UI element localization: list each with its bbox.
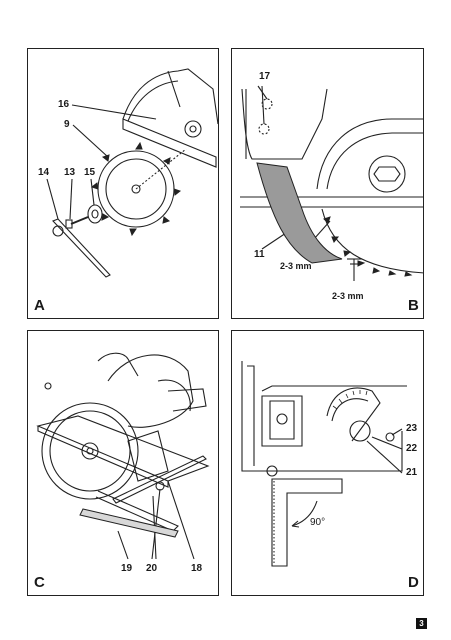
bevel-angle-adjustment-drawing — [241, 361, 407, 567]
callout-23: 23 — [406, 423, 418, 434]
callout-18: 18 — [191, 563, 203, 574]
angle-scale-ticks — [332, 390, 368, 410]
callout-16: 16 — [58, 99, 70, 110]
page-number-badge: 3 — [416, 618, 427, 629]
circular-saw-overview-drawing — [36, 352, 210, 560]
angle-label: 90° — [310, 517, 326, 528]
panel-letter-a: A — [34, 297, 45, 314]
callout-21: 21 — [406, 467, 418, 478]
measurement-label-1: 2-3 mm — [280, 261, 312, 271]
figure-panel-c: 19 20 18 C — [27, 330, 219, 596]
riving-knife-clearance-drawing — [240, 85, 423, 281]
callout-19: 19 — [121, 563, 133, 574]
riving-knife-shaded — [256, 162, 343, 264]
figure-panel-d: 23 22 21 90° D — [231, 330, 424, 596]
callout-14: 14 — [38, 167, 50, 178]
callout-13: 13 — [64, 167, 76, 178]
callout-9: 9 — [64, 119, 70, 130]
callout-15: 15 — [84, 167, 96, 178]
fence-rod — [79, 508, 179, 538]
figure-panel-a: 16 9 14 13 15 A — [27, 48, 219, 319]
blade-teeth — [90, 141, 182, 237]
figure-panel-b: 17 11 2-3 mm 2-3 mm B — [231, 48, 424, 319]
panel-letter-b: B — [408, 297, 419, 314]
saw-blade-assembly-drawing — [46, 68, 218, 278]
measurement-label-2: 2-3 mm — [332, 291, 364, 301]
callout-17: 17 — [259, 71, 271, 82]
callout-22: 22 — [406, 443, 418, 454]
panel-letter-c: C — [34, 574, 45, 591]
blade-teeth — [323, 216, 413, 277]
callout-11: 11 — [254, 249, 265, 260]
callout-20: 20 — [146, 563, 158, 574]
panel-letter-d: D — [408, 574, 419, 591]
